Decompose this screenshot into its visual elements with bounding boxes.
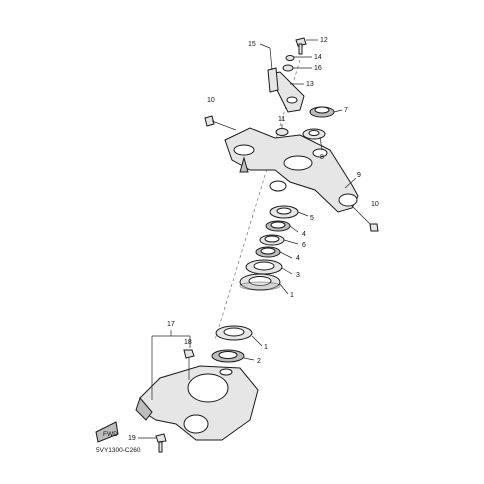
callout-16: 16 bbox=[314, 65, 322, 72]
fwd-arrow-icon: FWD bbox=[95, 421, 119, 443]
callout-10-right: 10 bbox=[371, 201, 379, 208]
bearing-1-upper bbox=[239, 273, 281, 291]
nut-4-lower bbox=[255, 246, 281, 258]
diagram-code: 5VY1300-C260 bbox=[96, 447, 141, 454]
callout-18: 18 bbox=[184, 339, 192, 346]
stay-13 bbox=[269, 71, 305, 113]
callout-8: 8 bbox=[320, 154, 324, 161]
bolt-10-left bbox=[204, 115, 237, 131]
ring-nut-5 bbox=[269, 205, 299, 219]
callout-14: 14 bbox=[314, 54, 322, 61]
washer-8 bbox=[302, 128, 326, 140]
callout-6: 6 bbox=[302, 242, 306, 249]
fwd-label: FWD bbox=[103, 431, 118, 438]
seal-2 bbox=[211, 349, 245, 363]
callout-4-upper: 4 bbox=[302, 231, 306, 238]
cap-7 bbox=[309, 106, 335, 118]
bracket-15 bbox=[267, 67, 279, 93]
lower-bracket-17 bbox=[135, 365, 259, 441]
collar-14 bbox=[285, 55, 295, 61]
callout-4-lower: 4 bbox=[296, 255, 300, 262]
callout-7: 7 bbox=[344, 107, 348, 114]
bolt-10-right bbox=[351, 205, 379, 232]
bolt-19 bbox=[155, 433, 167, 453]
callout-9: 9 bbox=[357, 172, 361, 179]
callout-1-lower: 1 bbox=[264, 344, 268, 351]
washer-6 bbox=[259, 234, 285, 246]
callout-15: 15 bbox=[248, 41, 256, 48]
nut-4-upper bbox=[265, 220, 291, 232]
upper-bracket-9 bbox=[224, 127, 359, 213]
callout-13: 13 bbox=[306, 81, 314, 88]
nut-18 bbox=[183, 349, 195, 380]
callout-19: 19 bbox=[128, 435, 136, 442]
part-11 bbox=[275, 128, 289, 136]
bolt-12 bbox=[295, 37, 307, 55]
callout-12: 12 bbox=[320, 37, 328, 44]
seal-3 bbox=[245, 259, 283, 275]
callout-17: 17 bbox=[167, 321, 175, 328]
callout-3: 3 bbox=[296, 272, 300, 279]
callout-2: 2 bbox=[257, 358, 261, 365]
callout-5: 5 bbox=[310, 215, 314, 222]
leader-lines bbox=[138, 39, 357, 439]
callout-11: 11 bbox=[278, 116, 285, 123]
callout-1-upper: 1 bbox=[290, 292, 294, 299]
callout-10-left: 10 bbox=[207, 97, 215, 104]
bearing-1-lower bbox=[215, 325, 253, 341]
nut-16 bbox=[282, 64, 294, 72]
